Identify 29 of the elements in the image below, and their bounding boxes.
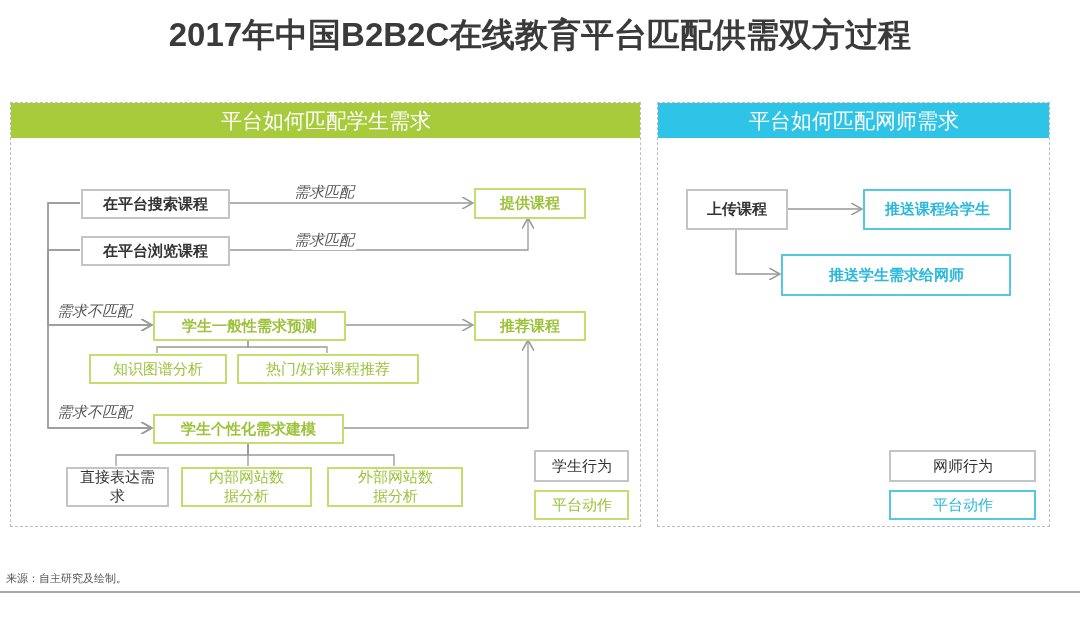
- process-box: 推荐课程: [474, 311, 586, 341]
- process-box: 提供课程: [474, 188, 586, 219]
- connector-line: [247, 339, 328, 354]
- process-box: 上传课程: [686, 189, 788, 230]
- panel: [657, 102, 1050, 527]
- process-box: 学生一般性需求预测: [153, 311, 346, 341]
- process-box: 推送学生需求给网师: [781, 254, 1011, 296]
- panel-header: 平台如何匹配学生需求: [11, 103, 640, 138]
- edge-label: 需求匹配: [292, 231, 356, 250]
- process-box: 平台动作: [889, 490, 1036, 520]
- process-box: 知识图谱分析: [89, 354, 227, 384]
- source-note: 来源：自主研究及绘制。: [6, 571, 127, 586]
- process-box: 在平台搜索课程: [81, 189, 230, 219]
- panel: [10, 102, 641, 527]
- process-box: 热门/好评课程推荐: [237, 354, 419, 384]
- process-box: 学生个性化需求建模: [153, 414, 344, 444]
- process-box: 网师行为: [889, 450, 1036, 482]
- panel-header: 平台如何匹配网师需求: [658, 103, 1049, 138]
- title: 2017年中国B2B2C在线教育平台匹配供需双方过程: [167, 15, 913, 55]
- process-box: 直接表达需求: [66, 467, 169, 507]
- arrow: [735, 228, 781, 281]
- process-box: 在平台浏览课程: [81, 236, 230, 266]
- process-box: 学生行为: [534, 450, 629, 482]
- process-box: 内部网站数据分析: [181, 467, 312, 507]
- process-box: 推送课程给学生: [863, 189, 1011, 230]
- connector-line: [247, 442, 395, 467]
- process-box: 外部网站数据分析: [327, 467, 463, 507]
- process-box: 平台动作: [534, 490, 629, 520]
- arrow: [47, 249, 153, 435]
